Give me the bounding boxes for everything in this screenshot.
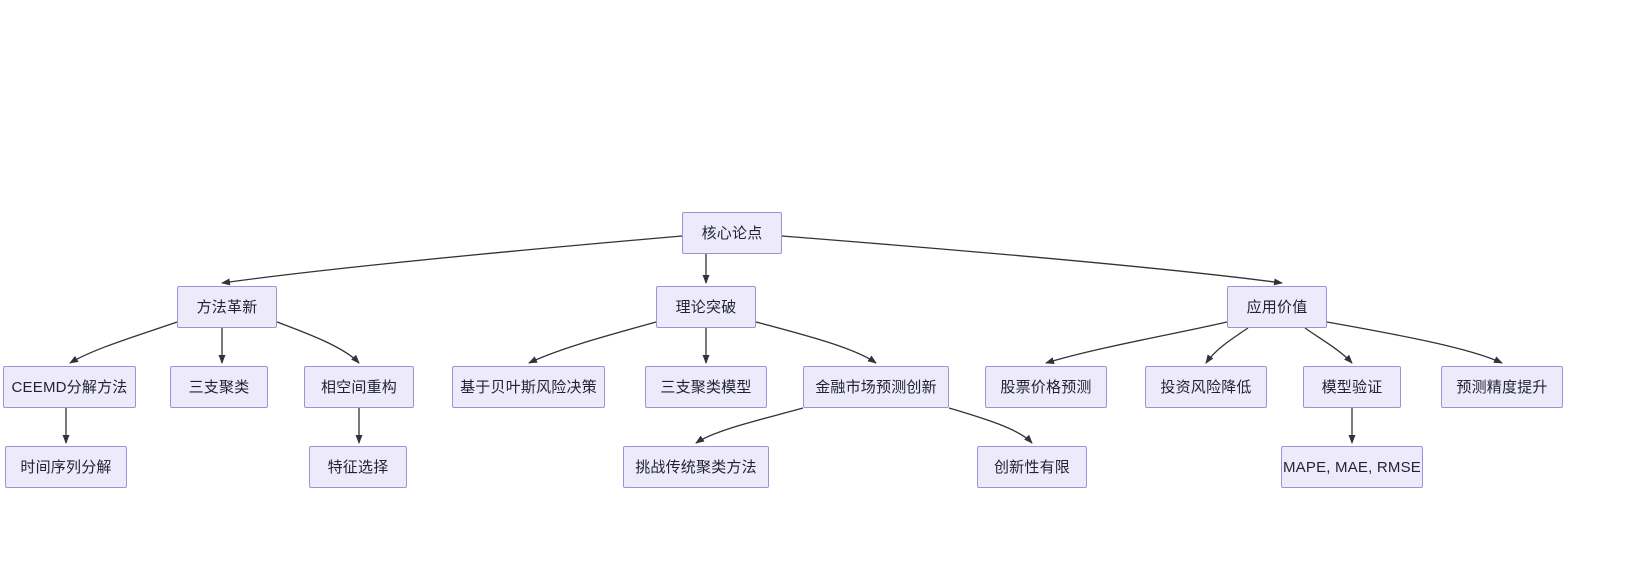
node-label-twmodel: 三支聚类模型 — [660, 378, 752, 396]
node-label-theory: 理论突破 — [675, 298, 737, 316]
edge-fin-to-challenge — [695, 407, 804, 444]
node-value[interactable]: 应用价值 — [1227, 286, 1327, 328]
edge-value-to-stock — [1045, 321, 1228, 365]
edge-method-to-phase — [276, 321, 360, 364]
node-label-validate: 模型验证 — [1321, 378, 1383, 396]
node-label-bayes: 基于贝叶斯风险决策 — [460, 378, 597, 396]
node-label-feature: 特征选择 — [327, 458, 389, 476]
node-fin[interactable]: 金融市场预测创新 — [803, 366, 949, 408]
node-theory[interactable]: 理论突破 — [656, 286, 756, 328]
edge-value-to-accuracy — [1326, 321, 1503, 364]
edge-root-to-value — [781, 235, 1283, 286]
node-label-root: 核心论点 — [701, 224, 763, 242]
node-label-stock: 股票价格预测 — [1000, 378, 1092, 396]
edges-group — [62, 235, 1503, 444]
node-label-phase: 相空间重构 — [320, 378, 397, 396]
node-phase[interactable]: 相空间重构 — [304, 366, 414, 408]
node-label-accuracy: 预测精度提升 — [1456, 378, 1548, 396]
node-label-value: 应用价值 — [1246, 298, 1308, 316]
node-label-threeway: 三支聚类 — [188, 378, 250, 396]
node-label-method: 方法革新 — [196, 298, 258, 316]
edge-theory-to-fin — [755, 321, 877, 364]
edge-root-to-method — [221, 235, 683, 286]
node-label-risk: 投资风险降低 — [1160, 378, 1252, 396]
node-risk[interactable]: 投资风险降低 — [1145, 366, 1267, 408]
node-method[interactable]: 方法革新 — [177, 286, 277, 328]
node-twmodel[interactable]: 三支聚类模型 — [645, 366, 767, 408]
node-label-fin: 金融市场预测创新 — [815, 378, 937, 396]
edge-value-to-validate — [1304, 327, 1353, 364]
node-label-challenge: 挑战传统聚类方法 — [635, 458, 757, 476]
node-label-tsdecomp: 时间序列分解 — [20, 458, 112, 476]
edge-value-to-risk — [1205, 327, 1249, 364]
node-stock[interactable]: 股票价格预测 — [985, 366, 1107, 408]
node-threeway[interactable]: 三支聚类 — [170, 366, 268, 408]
node-limited[interactable]: 创新性有限 — [977, 446, 1087, 488]
edge-theory-to-bayes — [528, 321, 657, 364]
node-label-limited: 创新性有限 — [993, 458, 1070, 476]
node-feature[interactable]: 特征选择 — [309, 446, 407, 488]
node-root[interactable]: 核心论点 — [682, 212, 782, 254]
edge-method-to-ceemd — [69, 321, 178, 364]
node-bayes[interactable]: 基于贝叶斯风险决策 — [452, 366, 605, 408]
node-label-metrics: MAPE, MAE, RMSE — [1282, 458, 1422, 476]
node-challenge[interactable]: 挑战传统聚类方法 — [623, 446, 769, 488]
node-tsdecomp[interactable]: 时间序列分解 — [5, 446, 127, 488]
node-validate[interactable]: 模型验证 — [1303, 366, 1401, 408]
node-metrics[interactable]: MAPE, MAE, RMSE — [1281, 446, 1423, 488]
node-accuracy[interactable]: 预测精度提升 — [1441, 366, 1563, 408]
edge-fin-to-limited — [948, 407, 1033, 444]
node-label-ceemd: CEEMD分解方法 — [11, 378, 128, 396]
node-ceemd[interactable]: CEEMD分解方法 — [3, 366, 136, 408]
